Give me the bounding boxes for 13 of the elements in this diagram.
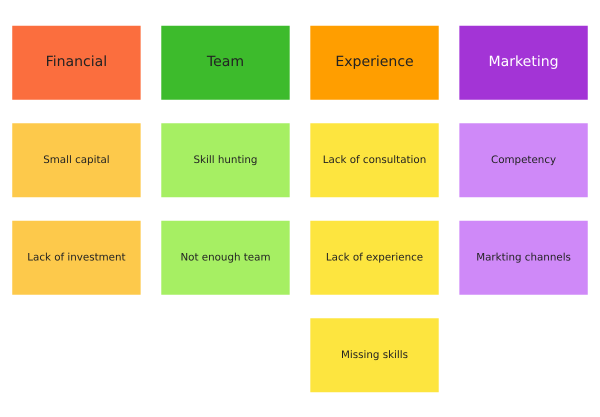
- node-box: Financial: [12, 25, 141, 100]
- node-box: Competency: [459, 122, 588, 197]
- node-box: Marketing: [459, 25, 588, 100]
- node-box: Lack of consultation: [310, 122, 439, 197]
- node-box: Markting channels: [459, 220, 588, 294]
- node-box: Not enough team: [161, 220, 290, 294]
- node-box: Skill hunting: [161, 122, 290, 197]
- node-box: Team: [161, 25, 290, 100]
- node-box: Lack of investment: [12, 220, 141, 294]
- node-box: Experience: [310, 25, 439, 100]
- node-box: Missing skills: [310, 318, 439, 392]
- node-box: Small capital: [12, 122, 141, 197]
- node-box: Lack of experience: [310, 220, 439, 294]
